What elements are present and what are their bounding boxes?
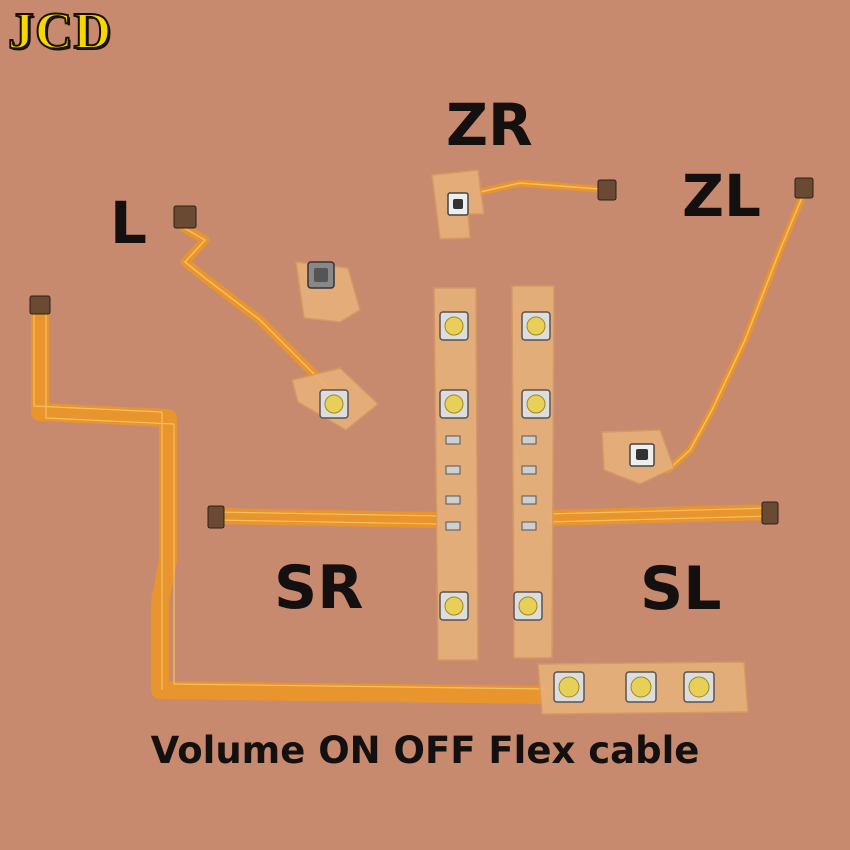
zl-flex-cable: [601, 177, 814, 485]
zr-flex-cable: [431, 169, 617, 240]
sr-flex-cable: [207, 287, 479, 661]
product-caption: Volume ON OFF Flex cable: [150, 729, 700, 772]
brand-logo: JCD: [7, 2, 113, 61]
volume-power-flex-cable: [29, 295, 749, 715]
label-zl: ZL: [682, 162, 762, 230]
l-flex-cable: [173, 205, 380, 431]
label-zr: ZR: [446, 91, 533, 159]
label-l: L: [110, 189, 147, 257]
sl-flex-cable: [511, 285, 779, 659]
label-sr: SR: [274, 553, 364, 623]
label-sl: SL: [640, 554, 722, 624]
